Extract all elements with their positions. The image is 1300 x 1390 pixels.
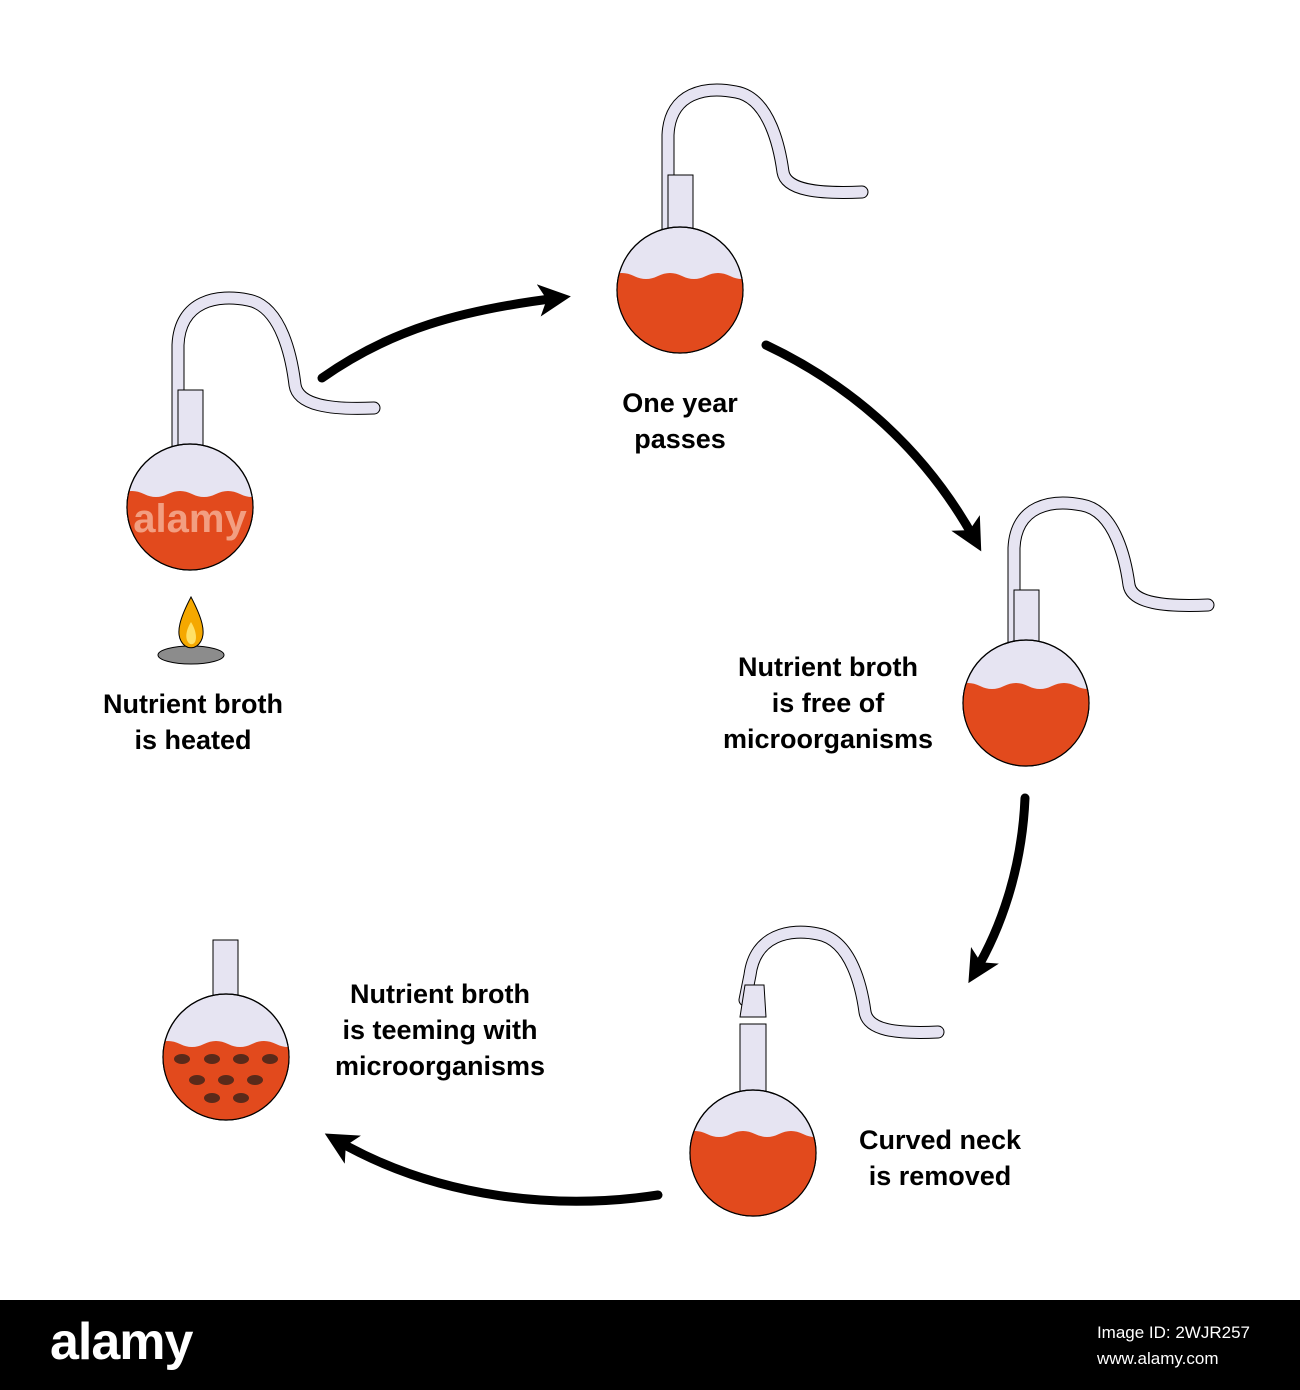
label-neck-removed: Curved neck is removed bbox=[859, 1125, 1022, 1191]
label-teeming: Nutrient broth is teeming with microorga… bbox=[335, 979, 545, 1081]
watermark-footer: alamy Image ID: 2WJR257 www.alamy.com bbox=[0, 1300, 1300, 1390]
svg-text:Curved neck: Curved neck bbox=[859, 1125, 1022, 1155]
experiment-diagram: alamy bbox=[103, 83, 1215, 1217]
svg-text:passes: passes bbox=[634, 424, 726, 454]
watermark: alamy bbox=[133, 497, 247, 541]
flask-heated: alamy bbox=[126, 291, 381, 571]
flask-teeming bbox=[162, 939, 290, 1121]
site-url: www.alamy.com bbox=[1096, 1349, 1219, 1368]
flask-one-year bbox=[616, 83, 869, 354]
label-free: Nutrient broth is free of microorganisms bbox=[723, 652, 933, 754]
arrow-free-to-neck bbox=[968, 793, 1030, 984]
arrow-year-to-free bbox=[761, 340, 982, 552]
svg-text:is heated: is heated bbox=[134, 725, 251, 755]
svg-text:microorganisms: microorganisms bbox=[335, 1051, 545, 1081]
microorganisms bbox=[174, 1054, 278, 1103]
arrow-neck-to-teeming bbox=[324, 1133, 663, 1206]
svg-text:is removed: is removed bbox=[869, 1161, 1012, 1191]
image-meta: Image ID: 2WJR257 www.alamy.com bbox=[1097, 1320, 1250, 1372]
alamy-logo: alamy bbox=[50, 1313, 193, 1371]
arrow-heated-to-year bbox=[317, 284, 571, 383]
svg-text:Nutrient broth: Nutrient broth bbox=[103, 689, 283, 719]
svg-text:is teeming with: is teeming with bbox=[342, 1015, 537, 1045]
flask-free bbox=[962, 496, 1215, 767]
image-id: Image ID: 2WJR257 bbox=[1096, 1323, 1250, 1342]
label-heated: Nutrient broth is heated bbox=[103, 689, 283, 755]
svg-text:Nutrient broth: Nutrient broth bbox=[738, 652, 918, 682]
svg-text:is free of: is free of bbox=[772, 688, 886, 718]
svg-text:Nutrient broth: Nutrient broth bbox=[350, 979, 530, 1009]
svg-text:One year: One year bbox=[622, 388, 738, 418]
svg-text:microorganisms: microorganisms bbox=[723, 724, 933, 754]
label-one-year: One year passes bbox=[622, 388, 738, 454]
burner-icon bbox=[157, 595, 225, 665]
